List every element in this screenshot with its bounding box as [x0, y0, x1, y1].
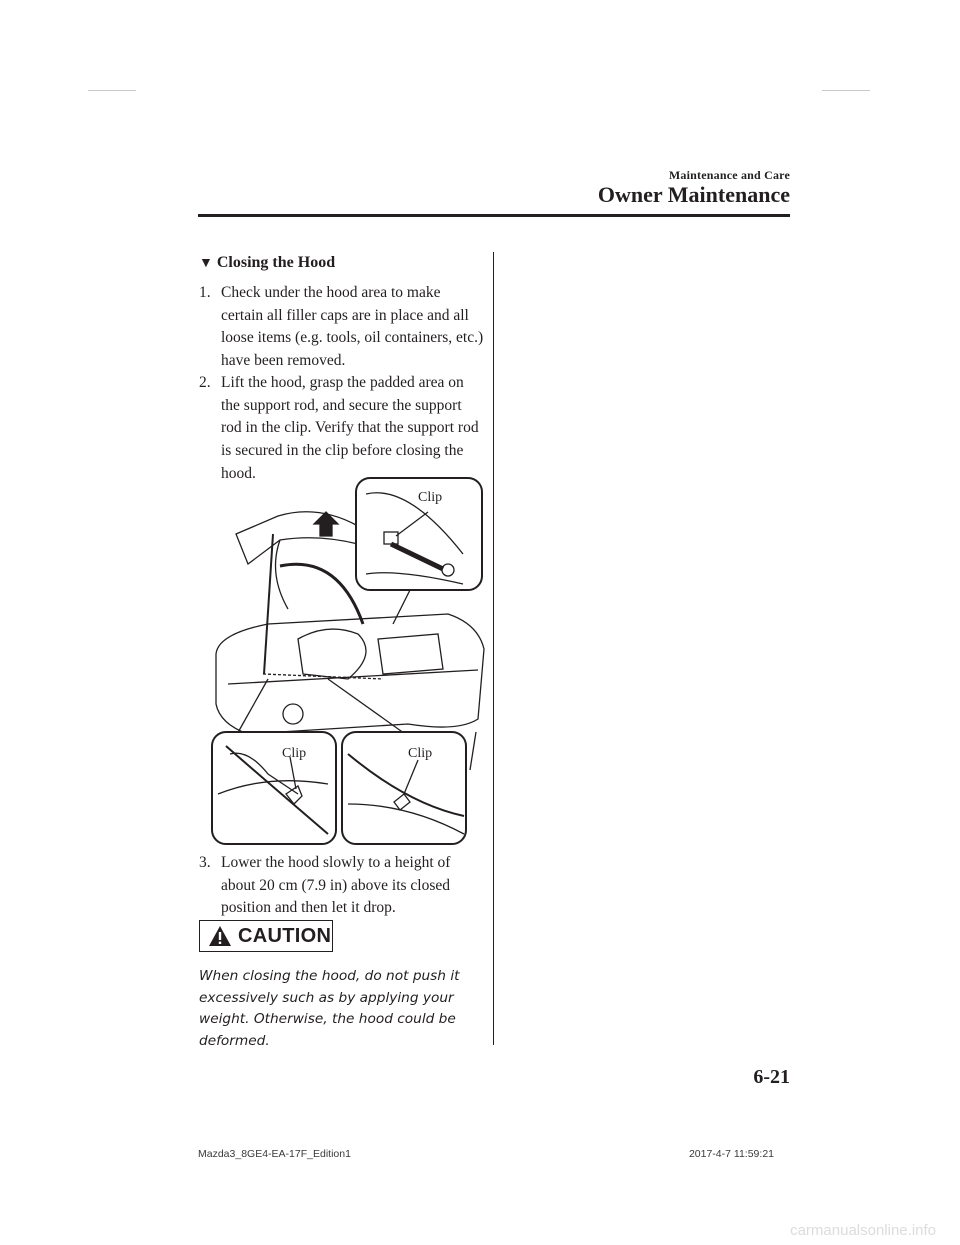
step-1: 1. Check under the hood area to make cer… — [199, 282, 484, 373]
section-title: Closing the Hood — [216, 254, 336, 271]
clip-label: Clip — [282, 746, 306, 761]
clip-inset-bottom-left: Clip — [211, 731, 337, 845]
step-text: Check under the hood area to make certai… — [221, 284, 484, 370]
clip-label: Clip — [408, 746, 432, 761]
footer-document-id: Mazda3_8GE4-EA-17F_Edition1 — [198, 1148, 351, 1160]
step-2: 2. Lift the hood, grasp the padded area … — [199, 372, 484, 486]
step-number: 2. — [199, 374, 211, 391]
page-number: 6-21 — [753, 1066, 790, 1088]
triangle-marker-icon: ▼ — [199, 256, 213, 271]
step-number: 3. — [199, 854, 211, 871]
clip-label: Clip — [418, 490, 442, 505]
chapter-subtitle: Maintenance and Care — [668, 168, 790, 182]
caution-badge: CAUTION — [199, 920, 333, 952]
column-divider — [493, 252, 494, 1045]
clip-inset-top: Clip — [355, 477, 483, 591]
clip-inset-bottom-right: Clip — [341, 731, 467, 845]
watermark: carmanualsonline.info — [790, 1222, 936, 1239]
step-text: Lower the hood slowly to a height of abo… — [221, 854, 451, 917]
step-text: Lift the hood, grasp the padded area on … — [221, 374, 479, 482]
chapter-title: Owner Maintenance — [597, 182, 790, 207]
step-3: 3. Lower the hood slowly to a height of … — [199, 852, 484, 920]
caution-text: When closing the hood, do not push it ex… — [199, 968, 460, 1049]
crop-mark-left — [88, 90, 136, 91]
section-heading: ▼Closing the Hood — [199, 254, 335, 272]
hood-support-illustration: Clip Clip Clip — [211, 477, 485, 845]
crop-mark-right — [822, 90, 870, 91]
header-rule — [198, 214, 790, 217]
footer-timestamp: 2017-4-7 11:59:21 — [688, 1148, 774, 1160]
step-number: 1. — [199, 284, 211, 301]
warning-triangle-icon — [209, 926, 231, 946]
caution-label: CAUTION — [238, 924, 332, 947]
